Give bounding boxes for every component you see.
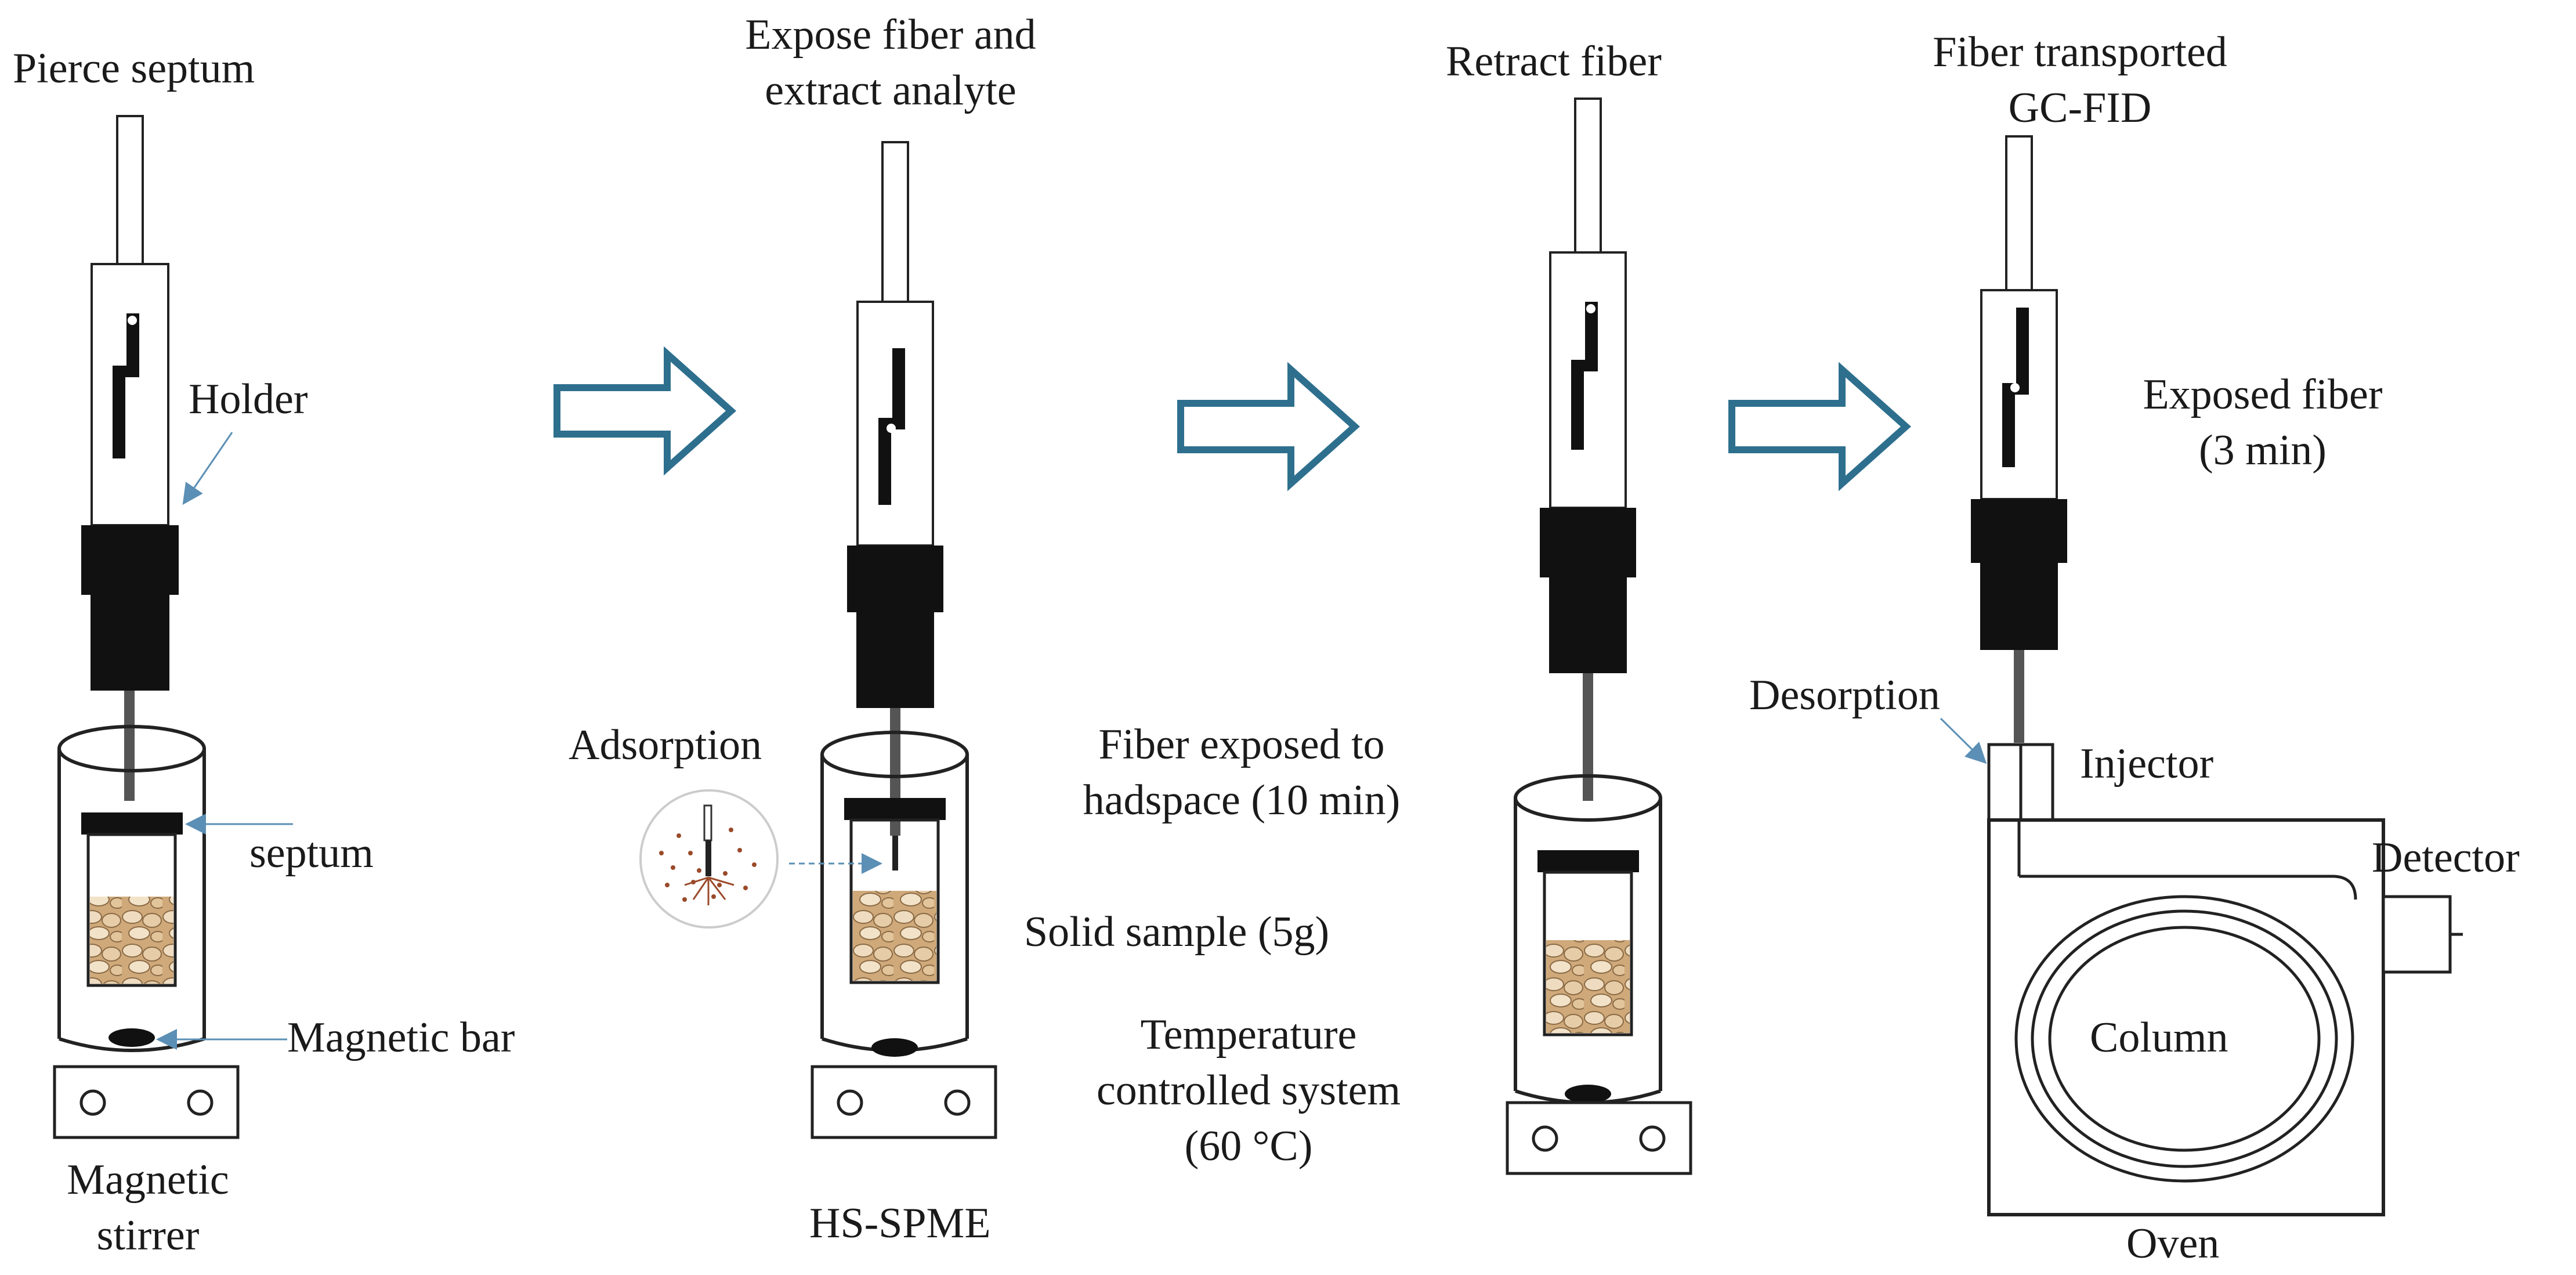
arrow-3	[1728, 362, 1912, 492]
plunger-rod-4	[2005, 135, 2033, 294]
step1-title: Pierce septum	[13, 45, 255, 92]
injector-label: Injector	[2080, 740, 2214, 788]
plunger-rod-3	[1574, 97, 1602, 257]
needle-4	[2014, 650, 2024, 743]
septum-label: septum	[249, 829, 374, 877]
step-arrows	[553, 346, 1912, 492]
arrow-2	[1177, 362, 1361, 492]
magnetic-bar-2	[871, 1038, 918, 1057]
column-coil-outer	[2014, 895, 2354, 1183]
arrow-1	[553, 346, 737, 476]
step1-device	[53, 115, 293, 1139]
column-coil-inner	[2048, 926, 2321, 1152]
hub-upper-2	[847, 546, 943, 612]
needle-3	[1583, 673, 1593, 801]
holder-label: Holder	[189, 375, 308, 423]
magnetic-bar-3	[1565, 1085, 1611, 1103]
holder-barrel-1	[91, 263, 169, 526]
plunger-rod-2	[881, 141, 909, 306]
hub-upper-3	[1540, 508, 1636, 577]
detector-label: Detector	[2372, 834, 2520, 882]
stirrer-3	[1506, 1101, 1692, 1175]
fiber-2	[892, 836, 898, 871]
desorption-label: Desorption	[1749, 671, 1940, 719]
hub-upper-1	[81, 525, 179, 595]
beans-3	[1546, 940, 1630, 1033]
beans-1	[90, 897, 173, 984]
hub-lower-4	[1980, 563, 2058, 650]
hs-spme-label: HS-SPME	[809, 1200, 991, 1247]
stirrer-2	[811, 1065, 997, 1139]
step2-device	[639, 141, 997, 1139]
hub-upper-4	[1971, 499, 2067, 563]
holder-slot-1	[113, 313, 139, 458]
septum-2	[844, 798, 946, 820]
solid-sample-label: Solid sample (5g)	[1024, 908, 1330, 956]
hub-lower-1	[91, 595, 169, 691]
hub-lower-3	[1549, 577, 1627, 673]
septum-1	[81, 812, 183, 835]
oven-label: Oven	[2126, 1220, 2220, 1267]
holder-slot-3	[1571, 302, 1598, 450]
holder-barrel-3	[1549, 251, 1627, 509]
adsorption-label: Adsorption	[569, 721, 762, 769]
step4-device	[1940, 135, 2463, 1216]
stirrer-1	[53, 1065, 240, 1139]
step3-title: Retract fiber	[1446, 38, 1662, 85]
column-label: Column	[2090, 1014, 2228, 1061]
detector-box	[2382, 895, 2452, 974]
needle-1	[124, 691, 135, 801]
exposed-fiber-label: Exposed fiber(3 min)	[2143, 371, 2383, 474]
step3-device	[1506, 97, 1692, 1175]
magnetic-bar-label: Magnetic bar	[287, 1014, 515, 1061]
magnetic-bar-1	[108, 1028, 155, 1047]
hub-lower-2	[856, 612, 934, 708]
septum-3	[1537, 850, 1639, 872]
beans-2	[853, 891, 936, 981]
plunger-rod-1	[116, 115, 144, 268]
